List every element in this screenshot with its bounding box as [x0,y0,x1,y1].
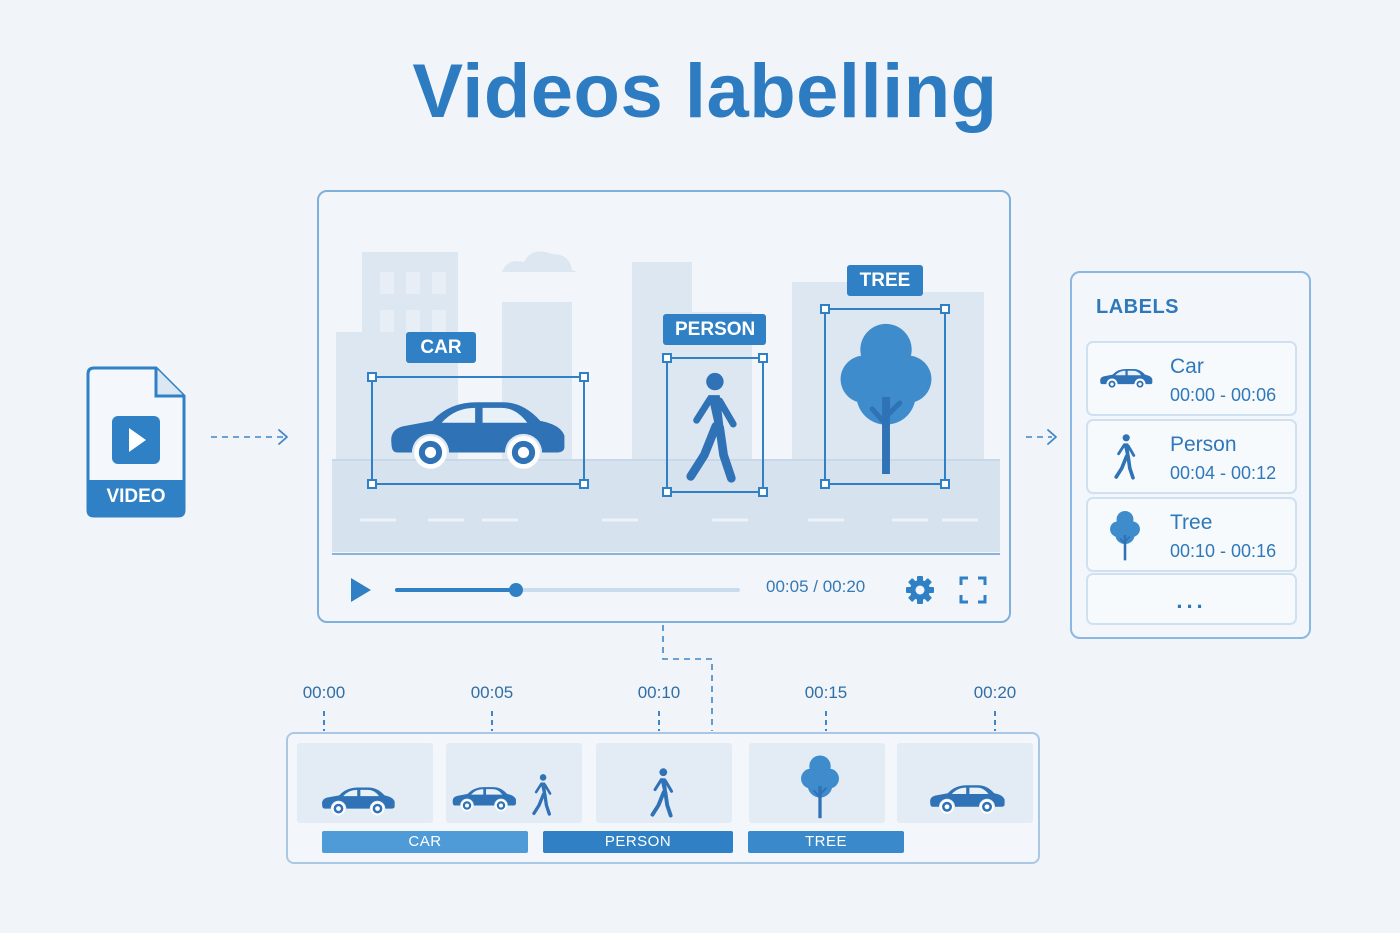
tick-mark [825,711,827,731]
timeline-strip[interactable]: CAR PERSON TREE [286,732,1040,864]
car-icon [1099,368,1154,390]
tick-mark [658,711,660,731]
segment-tree[interactable]: TREE [748,831,904,853]
flow-arrow-in [211,429,288,445]
segment-person[interactable]: PERSON [543,831,733,853]
car-icon [320,786,396,816]
tick-label: 00:10 [637,683,681,702]
fullscreen-icon[interactable] [959,576,987,604]
connector-line [662,625,713,731]
label-item-car[interactable]: Car 00:00 - 00:06 [1086,341,1297,416]
label-item-name: Tree [1170,511,1213,534]
video-player[interactable]: CAR PERSON TREE 00:05 / 00:20 [317,190,1011,623]
person-tag: PERSON [663,314,766,345]
car-icon [451,786,517,812]
car-person-icons [451,773,552,816]
tick-mark [994,711,996,731]
car-bounding-box[interactable] [367,372,589,489]
tick-mark [491,711,493,731]
page-title: Videos labelling [412,49,998,134]
play-icon[interactable] [348,576,374,604]
tick-mark [323,711,325,731]
person-icon [1110,433,1144,483]
labels-panel: LABELS Car 00:00 - 00:06 Person 00:04 - … [1070,271,1311,639]
label-item-name: Person [1170,433,1237,456]
timeline-frame[interactable] [446,743,582,823]
segment-car[interactable]: CAR [322,831,528,853]
person-icon [596,743,732,823]
labels-heading: LABELS [1096,296,1179,318]
label-item-range: 00:04 - 00:12 [1170,463,1277,483]
label-item-person[interactable]: Person 00:04 - 00:12 [1086,419,1297,494]
label-item-name: Car [1170,355,1204,378]
video-frame [332,251,1000,555]
car-icon [929,784,1006,814]
tree-bounding-box[interactable] [820,304,950,489]
player-controls: 00:05 / 00:20 [319,560,1013,620]
progress-fill [395,588,516,592]
tick-label: 00:20 [973,683,1017,702]
progress-handle[interactable] [508,583,523,597]
label-item-tree[interactable]: Tree 00:10 - 00:16 [1086,497,1297,572]
video-file-icon: VIDEO [86,366,186,523]
more-icon: ... [1176,588,1207,613]
tree-tag: TREE [847,265,923,296]
time-readout: 00:05 / 00:20 [766,577,866,596]
person-bounding-box[interactable] [662,353,768,497]
person-icon [532,773,552,816]
tick-label: 00:05 [470,683,514,702]
label-item-range: 00:10 - 00:16 [1170,541,1277,561]
car-tag: CAR [406,332,476,363]
label-item-more[interactable]: ... [1086,573,1297,625]
tick-label: 00:00 [302,683,346,702]
progress-track[interactable] [395,583,740,597]
tree-icon [1109,510,1141,561]
timeline-frame[interactable] [897,743,1033,823]
video-file-label: VIDEO [106,486,166,507]
label-item-range: 00:00 - 00:06 [1170,385,1277,405]
timeline-frame[interactable] [297,743,433,823]
flow-arrow-out [1026,429,1057,445]
timeline-frame[interactable] [596,743,732,823]
timeline-frame[interactable] [749,743,885,823]
tick-label: 00:15 [804,683,848,702]
tree-icon [799,754,841,819]
gear-icon[interactable] [905,575,935,605]
